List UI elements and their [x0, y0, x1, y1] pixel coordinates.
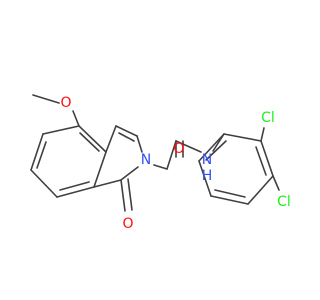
- bond-c7-c8: [30, 169, 58, 198]
- bond-c8a-c4a: [93, 151, 107, 188]
- bond-ch2-camide: [166, 140, 177, 170]
- amide-nitrogen-label: N: [202, 152, 212, 168]
- bond-c8-c8a: [56, 186, 95, 198]
- ring-carbonyl-oxygen-label: O: [122, 216, 133, 232]
- bond-ph6-ph1-inner: [205, 140, 227, 161]
- bond-c8-c8a-inner: [59, 181, 90, 191]
- bond-c4-c3: [115, 125, 138, 137]
- methoxy-oxygen-label: O: [60, 95, 71, 111]
- ring-nitrogen-label: N: [141, 152, 151, 168]
- bond-ph3-cl-bottom: [272, 175, 280, 191]
- structure-diagram: O N O O N H Cl Cl: [30, 94, 291, 232]
- chlorine-top-label: Cl: [261, 110, 275, 126]
- chlorine-bottom-label: Cl: [277, 194, 291, 210]
- bond-ph2-ph3: [260, 140, 274, 177]
- bond-c6-c7: [30, 133, 44, 171]
- bond-c5-c6: [42, 125, 80, 135]
- bond-c4a-c5-inner: [79, 132, 100, 152]
- amide-hydrogen-label: H: [202, 168, 213, 184]
- bond-ph3-ph4: [247, 175, 274, 205]
- bond-ph1-ph2: [223, 133, 262, 142]
- bond-n2-ch2: [153, 164, 168, 170]
- bond-ph2-ph3-inner: [255, 146, 267, 176]
- bond-camide-nh: [175, 140, 202, 153]
- bond-ph5-ph6: [198, 160, 212, 197]
- bond-c4a-c5: [78, 125, 107, 153]
- bond-ph6-ph1: [198, 133, 225, 162]
- bond-c6-c7-inner: [36, 141, 47, 169]
- bond-c1-o: [120, 179, 126, 212]
- bond-c3-n2: [136, 135, 143, 153]
- amide-oxygen-label: O: [173, 141, 184, 157]
- bond-c4a-c4: [105, 125, 117, 153]
- bond-c4-c3-inner: [118, 132, 135, 142]
- bond-o-c5: [72, 110, 80, 127]
- bond-ph4-ph5-inner: [214, 189, 246, 198]
- bond-ph4-ph5: [210, 195, 249, 205]
- bond-methyl-o: [32, 94, 60, 104]
- bond-c1-o-second: [127, 178, 133, 211]
- bond-ph3-cl-top: [260, 127, 265, 142]
- bond-c1-c8a: [93, 179, 122, 188]
- molecule-canvas: O N O O N H Cl Cl: [30, 94, 291, 232]
- bond-n2-c1: [120, 166, 139, 181]
